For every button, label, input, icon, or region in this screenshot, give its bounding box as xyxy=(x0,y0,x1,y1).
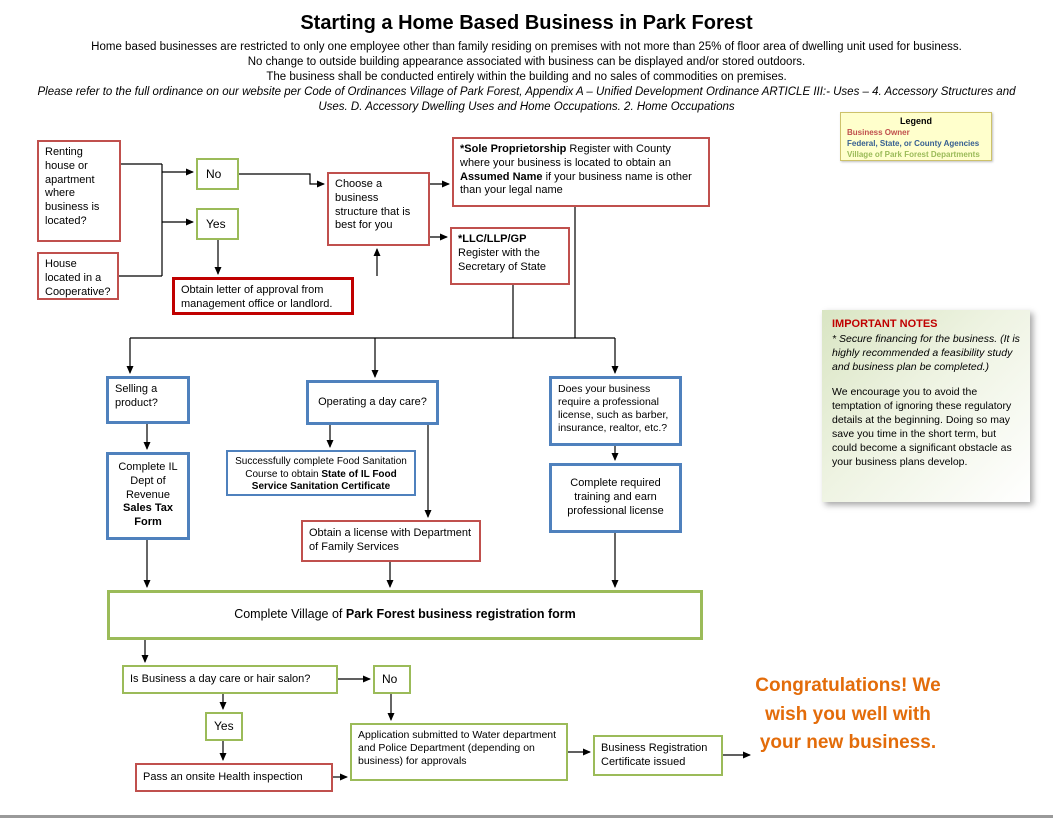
legend-title: Legend xyxy=(899,116,932,126)
flow-box-choose-structure: Choose a business structure that is best… xyxy=(327,172,430,246)
flow-box-professional-license-question: Does your business require a professiona… xyxy=(549,376,682,446)
sole-prop-text-1: Register with County where your business… xyxy=(460,143,671,169)
flow-box-daycare-question: Operating a day care? xyxy=(306,380,439,425)
flow-box-obtain-approval-letter: Obtain letter of approval from managemen… xyxy=(172,277,354,315)
flow-box-professional-training: Complete required training and earn prof… xyxy=(549,463,682,533)
flow-box-health-inspection: Pass an onsite Health inspection xyxy=(135,763,333,792)
sales-tax-text: Complete IL Dept of Revenue xyxy=(118,461,178,501)
legend: Legend Business Owner Federal, State, or… xyxy=(840,112,992,161)
registration-text: Complete Village of xyxy=(234,607,343,622)
important-notes-advice: We encourage you to avoid the temptation… xyxy=(832,385,1012,469)
flow-box-cooperative-question: House located in a Cooperative? xyxy=(37,252,119,300)
sanitation-certificate-term: State of IL Food Service Sanitation Cert… xyxy=(251,468,397,493)
flow-box-daycare-salon-question: Is Business a day care or hair salon? xyxy=(122,665,338,694)
header-ordinance-note: Please refer to the full ordinance on ou… xyxy=(37,86,1016,113)
assumed-name-term: Assumed Name xyxy=(460,170,543,183)
flow-box-sales-tax-form: Complete IL Dept of Revenue Sales Tax Fo… xyxy=(106,452,190,540)
important-notes-financing: * Secure financing for the business. (It… xyxy=(832,333,1020,374)
flow-box-family-services-license: Obtain a license with Department of Fami… xyxy=(301,520,481,562)
flow-box-renting-question: Renting house or apartment where busines… xyxy=(37,140,121,242)
flow-box-business-registration-form: Complete Village of Park Forest business… xyxy=(107,590,703,640)
flow-box-yes-1: Yes xyxy=(196,208,239,240)
page-title: Starting a Home Based Business in Park F… xyxy=(300,12,753,34)
llc-text: Register with the Secretary of State xyxy=(458,246,547,273)
header-rule-3: The business shall be conducted entirely… xyxy=(266,71,787,83)
sales-tax-form-term: Sales Tax Form xyxy=(123,502,173,528)
congratulations-text: Congratulations! We wish you well with y… xyxy=(755,675,941,753)
llc-term: *LLC/LLP/GP xyxy=(458,233,527,245)
header-rule-2: No change to outside building appearance… xyxy=(247,56,806,68)
legend-item-agencies: Federal, State, or County Agencies xyxy=(847,139,980,148)
flow-box-food-sanitation: Successfully complete Food Sanitation Co… xyxy=(226,450,416,496)
legend-item-business-owner: Business Owner xyxy=(847,128,910,137)
flow-box-yes-2: Yes xyxy=(205,712,243,741)
flow-box-application-approvals: Application submitted to Water departmen… xyxy=(350,723,568,781)
flow-box-selling-product-question: Selling a product? xyxy=(106,376,190,424)
header-rule-1: Home based businesses are restricted to … xyxy=(91,41,962,53)
legend-item-village-departments: Village of Park Forest Departments xyxy=(847,150,980,159)
sole-prop-text-2: if your business name is other than your… xyxy=(460,170,692,197)
flow-box-no-1: No xyxy=(196,158,239,190)
important-notes-title: IMPORTANT NOTES xyxy=(832,318,938,330)
important-notes-panel: IMPORTANT NOTES * Secure financing for t… xyxy=(822,310,1030,502)
flow-box-sole-proprietorship: *Sole Proprietorship Register with Count… xyxy=(452,137,710,207)
flow-box-certificate-issued: Business Registration Certificate issued xyxy=(593,735,723,776)
registration-form-term: Park Forest business registration form xyxy=(345,607,576,622)
sanitation-text: Successfully complete Food Sanitation Co… xyxy=(235,456,407,480)
flow-box-no-2: No xyxy=(373,665,411,694)
header: Starting a Home Based Business in Park F… xyxy=(0,12,1053,115)
sole-prop-term: *Sole Proprietorship xyxy=(460,143,567,155)
